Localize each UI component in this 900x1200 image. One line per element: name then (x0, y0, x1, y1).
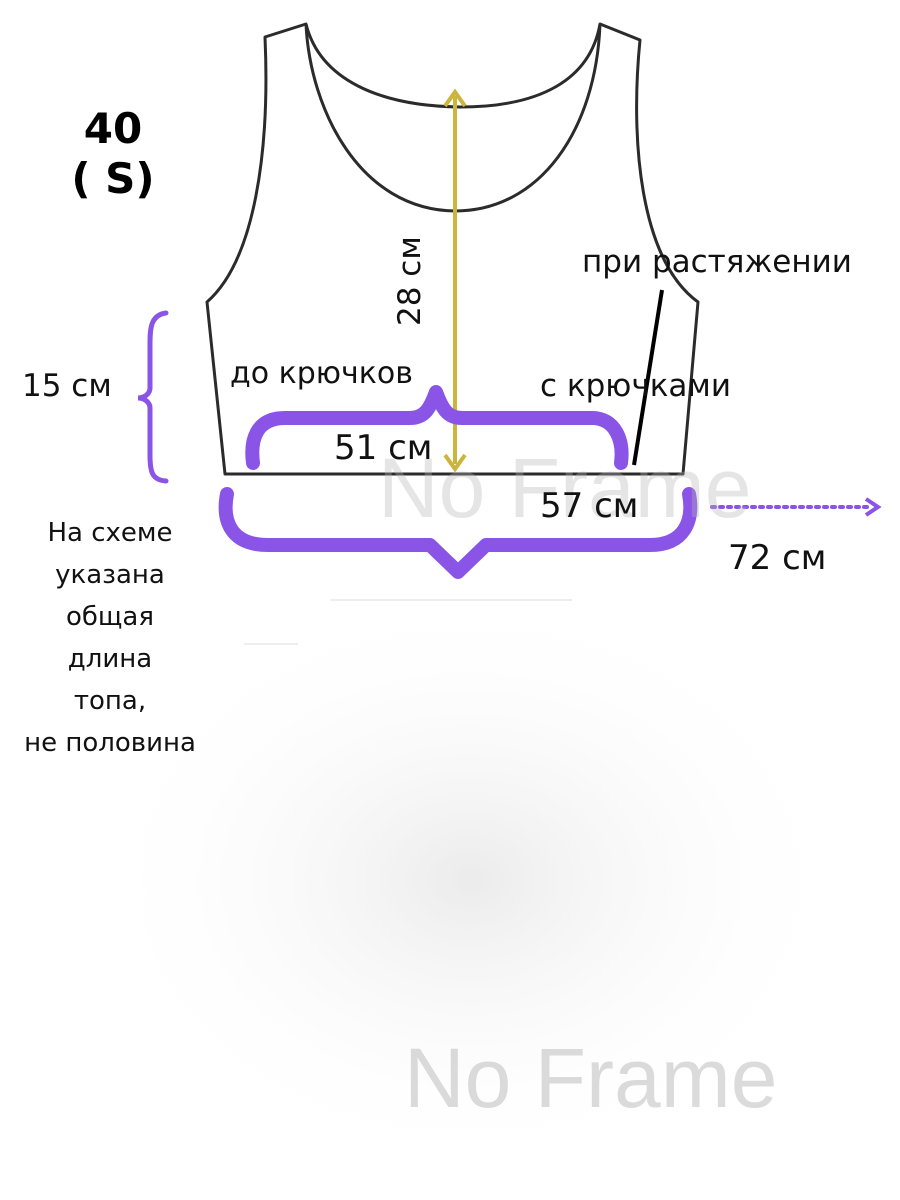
top-outline (205, 22, 700, 476)
size-label: 40 ( S) (58, 104, 168, 204)
inner-width-brace (245, 385, 629, 470)
pointer-line (632, 289, 664, 466)
note-text: На схеме указана общая длина топа, не по… (10, 512, 210, 764)
stretched-label: при растяжении (582, 244, 852, 280)
note-line: длина (67, 644, 153, 674)
note-line: общая (65, 602, 154, 632)
before-hooks-label: до крючков (230, 356, 413, 391)
height-brace (137, 310, 169, 484)
height-label: 15 см (22, 368, 112, 404)
watermark: No Frame (378, 441, 752, 535)
note-line: На схеме (47, 518, 173, 548)
outer-width-label: 57 см (540, 486, 639, 526)
stretched-width-label: 72 см (728, 538, 827, 578)
note-line: топа, (73, 686, 147, 716)
length-label: 28 см (392, 236, 428, 326)
blurred-back-view (90, 590, 850, 1170)
note-line: указана (55, 560, 165, 590)
outer-width-brace (218, 487, 698, 579)
with-hooks-label: с крючками (540, 368, 731, 404)
stretch-arrow (710, 497, 882, 517)
watermark: No Frame (404, 1031, 778, 1125)
size-letter: ( S) (71, 154, 155, 203)
inner-width-label: 51 см (334, 428, 433, 468)
note-line: не половина (24, 728, 196, 758)
length-arrow (443, 88, 467, 473)
size-number: 40 (83, 104, 143, 153)
